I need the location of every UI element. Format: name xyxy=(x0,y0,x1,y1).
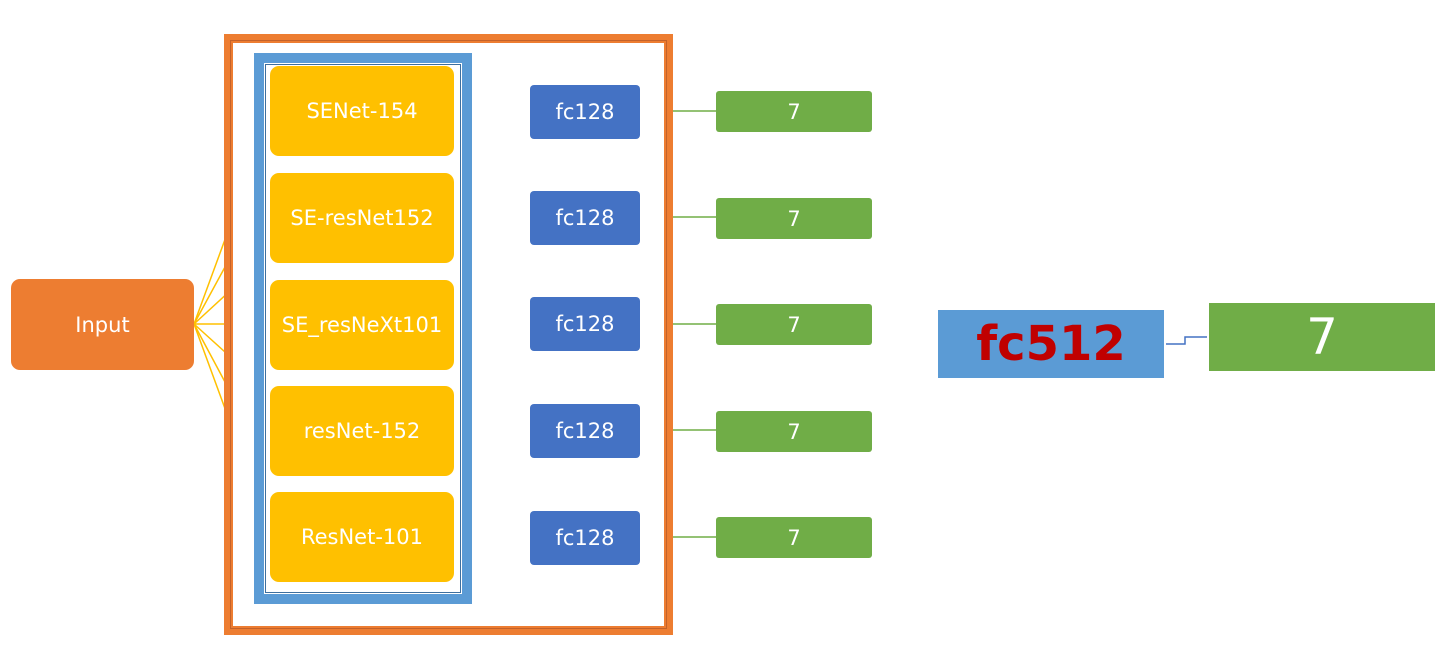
fc128-node: fc128 xyxy=(530,511,640,565)
input-node: Input xyxy=(11,279,194,370)
branch-output-node: 7 xyxy=(716,411,872,452)
branch-output-node: 7 xyxy=(716,198,872,239)
fusion-to-output-line xyxy=(1166,336,1207,345)
fc128-node: fc128 xyxy=(530,297,640,351)
backbone-group-frame xyxy=(254,53,472,604)
fc128-node: fc128 xyxy=(530,191,640,245)
fc128-node: fc128 xyxy=(530,404,640,458)
backbone-node-se-resnext101: SE_resNeXt101 xyxy=(270,280,454,370)
backbone-node-se-resnet152: SE-resNet152 xyxy=(270,173,454,263)
backbone-node-senet154: SENet-154 xyxy=(270,66,454,156)
fc128-node: fc128 xyxy=(530,85,640,139)
backbone-node-resnet152: resNet-152 xyxy=(270,386,454,476)
backbone-node-resnet101: ResNet-101 xyxy=(270,492,454,582)
branch-output-node: 7 xyxy=(716,304,872,345)
final-output-node: 7 xyxy=(1209,303,1435,371)
branch-output-node: 7 xyxy=(716,91,872,132)
branch-output-node: 7 xyxy=(716,517,872,558)
fusion-fc512-node: fc512 xyxy=(938,310,1164,378)
